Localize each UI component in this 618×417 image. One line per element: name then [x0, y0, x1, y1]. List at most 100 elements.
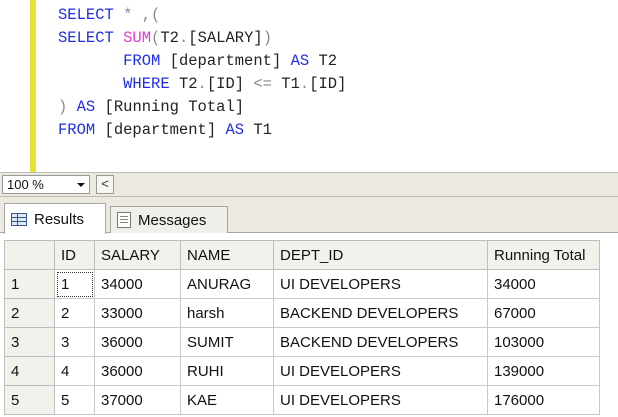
- cell-dept-id[interactable]: UI DEVELOPERS: [273, 356, 488, 386]
- row-number-header[interactable]: [4, 240, 55, 270]
- column-header-name[interactable]: NAME: [180, 240, 274, 270]
- code-token: T2: [160, 29, 179, 47]
- code-token: FROM: [123, 52, 161, 70]
- column-header-id[interactable]: ID: [54, 240, 95, 270]
- row-number-cell[interactable]: 3: [4, 327, 55, 357]
- cell-name[interactable]: KAE: [180, 385, 274, 415]
- cell-running-total[interactable]: 67000: [487, 298, 600, 328]
- cell-dept-id[interactable]: BACKEND DEVELOPERS: [273, 327, 488, 357]
- code-token: [67, 98, 76, 116]
- code-token: AS: [290, 52, 310, 70]
- row-number-cell[interactable]: 1: [4, 269, 55, 299]
- cell-id[interactable]: 3: [54, 327, 95, 357]
- column-header-dept-id[interactable]: DEPT_ID: [273, 240, 488, 270]
- code-line[interactable]: FROM [department] AS T1: [58, 119, 346, 142]
- row-number-cell[interactable]: 4: [4, 356, 55, 386]
- cell-name[interactable]: ANURAG: [180, 269, 274, 299]
- code-token: AS: [225, 121, 245, 139]
- code-token: FROM: [58, 121, 96, 139]
- code-token: ): [262, 29, 272, 47]
- code-token: .: [178, 29, 189, 47]
- cell-name[interactable]: RUHI: [180, 356, 274, 386]
- code-token: [114, 6, 123, 24]
- code-token: AS: [76, 98, 96, 116]
- cell-salary[interactable]: 34000: [94, 269, 181, 299]
- code-token: [department]: [95, 121, 226, 139]
- code-token: SELECT: [58, 29, 114, 47]
- cell-dept-id[interactable]: UI DEVELOPERS: [273, 385, 488, 415]
- code-token: WHERE: [123, 75, 170, 93]
- zoom-dropdown[interactable]: 100 %: [2, 175, 90, 194]
- tab-messages-label: Messages: [138, 211, 207, 229]
- code-token: [Running Total]: [95, 98, 245, 116]
- code-token: (: [151, 29, 161, 47]
- code-line[interactable]: SELECT SUM(T2.[SALARY]): [58, 27, 346, 50]
- code-token: [ID]: [206, 75, 254, 93]
- cell-running-total[interactable]: 176000: [487, 385, 600, 415]
- code-line[interactable]: WHERE T2.[ID] <= T1.[ID]: [58, 73, 346, 96]
- scroll-left-icon: <: [101, 176, 109, 191]
- code-line[interactable]: ) AS [Running Total]: [58, 96, 346, 119]
- cell-id[interactable]: 4: [54, 356, 95, 386]
- column-header-salary[interactable]: SALARY: [94, 240, 181, 270]
- code-token: <=: [253, 75, 272, 93]
- code-token: SELECT: [58, 6, 114, 24]
- messages-icon: [117, 212, 131, 228]
- cell-salary[interactable]: 33000: [94, 298, 181, 328]
- cell-name[interactable]: SUMIT: [180, 327, 274, 357]
- code-token: T1: [271, 75, 300, 93]
- editor-status-bar: 100 % <: [0, 172, 618, 197]
- tab-results-label: Results: [34, 210, 85, 228]
- cell-dept-id[interactable]: UI DEVELOPERS: [273, 269, 488, 299]
- code-token: [ID]: [309, 75, 347, 93]
- cell-running-total[interactable]: 34000: [487, 269, 600, 299]
- cell-name[interactable]: harsh: [180, 298, 274, 328]
- chevron-down-icon: [77, 183, 85, 187]
- code-token: T2: [169, 75, 198, 93]
- sql-code[interactable]: SELECT * ,(SELECT SUM(T2.[SALARY]) FROM …: [58, 4, 346, 142]
- cell-dept-id[interactable]: BACKEND DEVELOPERS: [273, 298, 488, 328]
- cell-id[interactable]: 5: [54, 385, 95, 415]
- results-tabstrip: Results Messages: [0, 197, 618, 234]
- code-token: [58, 75, 123, 93]
- code-token: ): [58, 98, 68, 116]
- grid-icon: [11, 212, 27, 226]
- change-tracking-margin: [30, 0, 36, 172]
- code-token: T1: [244, 121, 272, 139]
- row-number-cell[interactable]: 2: [4, 298, 55, 328]
- query-editor[interactable]: SELECT * ,(SELECT SUM(T2.[SALARY]) FROM …: [0, 0, 618, 172]
- code-token: SUM: [123, 29, 152, 47]
- code-token: [department]: [160, 52, 291, 70]
- zoom-value: 100 %: [7, 177, 44, 192]
- scroll-left-button[interactable]: <: [96, 175, 114, 194]
- results-pane: Results Messages ID SALARY NAME DEPT_ID …: [0, 197, 618, 417]
- code-token: [SALARY]: [188, 29, 263, 47]
- cell-id[interactable]: 2: [54, 298, 95, 328]
- cell-salary[interactable]: 37000: [94, 385, 181, 415]
- code-token: *: [123, 6, 133, 24]
- tab-results[interactable]: Results: [4, 203, 106, 234]
- code-line[interactable]: FROM [department] AS T2: [58, 50, 346, 73]
- row-number-cell[interactable]: 5: [4, 385, 55, 415]
- code-token: .: [197, 75, 207, 93]
- cell-running-total[interactable]: 139000: [487, 356, 600, 386]
- cell-salary[interactable]: 36000: [94, 356, 181, 386]
- code-token: .: [299, 75, 310, 93]
- grid-header-row: ID SALARY NAME DEPT_ID Running Total: [4, 240, 600, 270]
- column-header-running-total[interactable]: Running Total: [487, 240, 600, 270]
- cell-salary[interactable]: 36000: [94, 327, 181, 357]
- tab-messages[interactable]: Messages: [110, 206, 228, 233]
- code-line[interactable]: SELECT * ,(: [58, 4, 346, 27]
- cell-running-total[interactable]: 103000: [487, 327, 600, 357]
- code-token: ,(: [141, 6, 161, 24]
- cell-id[interactable]: 1: [54, 269, 95, 299]
- code-token: [58, 52, 123, 70]
- code-token: [114, 29, 123, 47]
- code-token: T2: [309, 52, 338, 70]
